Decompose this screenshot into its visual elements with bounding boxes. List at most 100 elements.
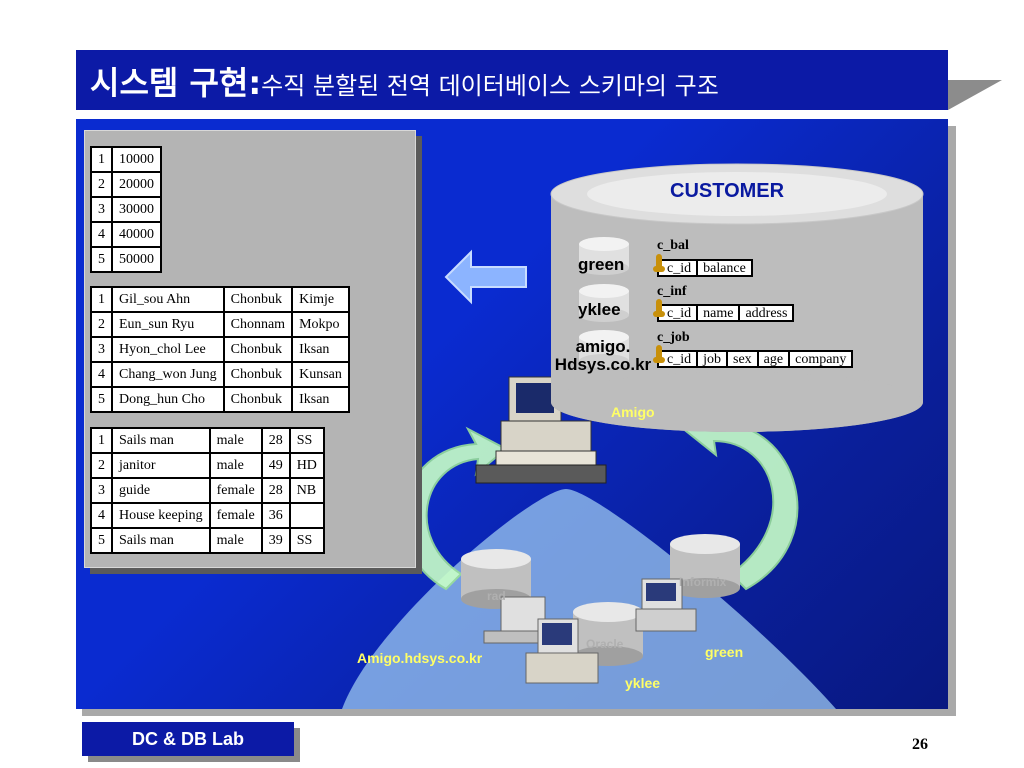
table-cell: male	[208, 427, 263, 454]
table-cell: Chang_won Jung	[111, 361, 225, 388]
table-cell: House keeping	[111, 502, 211, 529]
table-cell: Chonbuk	[222, 386, 294, 413]
network-diagram	[342, 163, 924, 709]
title-bar-tail	[948, 80, 1002, 110]
site-label-yklee: yklee	[578, 300, 621, 319]
table-cell: Iksan	[291, 336, 350, 363]
table-cell: 1	[90, 286, 113, 313]
table-cell: 2	[90, 311, 113, 338]
green-host-label: green	[705, 644, 744, 660]
table-cell: 28	[260, 477, 291, 504]
field-c-id: c_id	[667, 261, 692, 276]
page-title: 시스템 구현:수직 분할된 전역 데이터베이스 스키마의 구조	[90, 58, 719, 104]
table-cell: 10000	[111, 146, 162, 173]
field-address: address	[738, 306, 792, 321]
table-cell: Sails man	[111, 527, 211, 554]
workstation-icon-right	[635, 578, 697, 632]
table-cell: Dong_hun Cho	[111, 386, 225, 413]
field-job: job	[696, 352, 726, 367]
table-cell: 40000	[111, 221, 162, 248]
field-company: company	[788, 352, 851, 367]
table-cell: 28	[260, 427, 291, 454]
relation-name-c_inf: c_inf	[657, 284, 687, 299]
table-cell: Chonbuk	[222, 361, 294, 388]
table-cell: NB	[288, 477, 325, 504]
table-cell: 36	[260, 502, 291, 529]
site-cylinder-yklee	[579, 284, 629, 322]
oracle-label: Oracle	[586, 637, 624, 651]
relation-fields-c_bal: c_id balance	[657, 259, 753, 277]
workstation-icon-center	[525, 618, 599, 684]
table-cell: female	[208, 477, 263, 504]
page-number: 26	[912, 736, 928, 753]
field-age: age	[756, 352, 788, 367]
table-cell: female	[208, 502, 263, 529]
table-cell: Eun_sun Ryu	[111, 311, 225, 338]
table-cell: Chonbuk	[222, 286, 294, 313]
table-cell: 2	[90, 171, 113, 198]
table-cell: 4	[90, 361, 113, 388]
table-cell: 3	[90, 196, 113, 223]
workstation-icon-left	[483, 596, 555, 644]
field-sex: sex	[726, 352, 757, 367]
table-cell: SS	[288, 527, 325, 554]
yklee-host-label: yklee	[625, 675, 661, 691]
table-cell: Kimje	[291, 286, 350, 313]
table-cell: 1	[90, 146, 113, 173]
table-cell: SS	[288, 427, 325, 454]
table-cell: Sails man	[111, 427, 211, 454]
field-c-id: c_id	[667, 352, 692, 367]
network-dome	[342, 489, 836, 709]
table-cell: 5	[90, 527, 113, 554]
amigo-host-label: Amigo.hdsys.co.kr	[357, 650, 483, 666]
lab-name: DC & DB Lab	[132, 729, 244, 749]
field-name: name	[696, 306, 738, 321]
table-cell: guide	[111, 477, 211, 504]
table-cell: Mokpo	[291, 311, 350, 338]
table-cell: 2	[90, 452, 113, 479]
title-main: 시스템 구현:	[90, 64, 262, 102]
table-cell: male	[208, 452, 263, 479]
key-icon	[653, 345, 665, 363]
table-cell: male	[208, 527, 263, 554]
table-cell: janitor	[111, 452, 211, 479]
table-cell: 20000	[111, 171, 162, 198]
table-cell: 5	[90, 246, 113, 273]
site-cylinder-green	[579, 237, 629, 275]
table-cell: 3	[90, 477, 113, 504]
field-c-id: c_id	[667, 306, 692, 321]
site-label-amigo: amigo. Hdsys.co.kr	[554, 337, 652, 374]
table-cell: Chonbuk	[222, 336, 294, 363]
field-balance: balance	[696, 261, 751, 276]
informix-db-icon	[670, 534, 740, 598]
oracle-db-icon	[573, 602, 643, 666]
footer-badge	[82, 722, 294, 756]
customer-db-title: CUSTOMER	[670, 180, 785, 202]
table-cell: HD	[288, 452, 325, 479]
table-cell: Iksan	[291, 386, 350, 413]
relation-name-c_bal: c_bal	[657, 238, 689, 253]
rad-label: rad	[487, 589, 506, 603]
key-icon	[653, 299, 665, 317]
table-cell: Kunsan	[291, 361, 350, 388]
table-cell: Hyon_chol Lee	[111, 336, 225, 363]
table-cell	[288, 502, 325, 529]
site-cylinder-amigo	[579, 330, 629, 368]
table-cell: 1	[90, 427, 113, 454]
